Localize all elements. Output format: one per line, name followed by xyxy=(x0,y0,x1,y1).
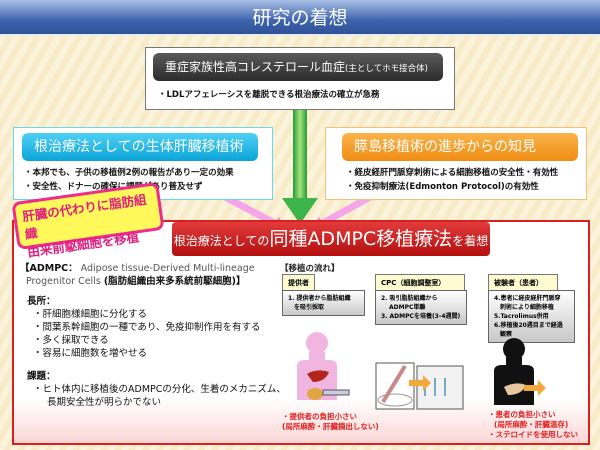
step-line: 3. ADMPCを培養(3-4週間) xyxy=(381,313,461,320)
note-line: ・提供者の負担小さい xyxy=(282,412,357,421)
fh-heading: 重症家族性高コレステロール血症(主としてホモ接合体) xyxy=(153,53,443,81)
liver-bullet: ・本邦でも、子供の移植例2例の報告があり一定の効果 xyxy=(24,168,234,178)
step-line: 観察 xyxy=(500,331,513,338)
admpc-heading: 根治療法としての同種ADMPC移植療法を着想 xyxy=(172,222,490,256)
fh-heading-text: 重症家族性高コレステロール血症 xyxy=(165,60,346,74)
patient-figure-icon xyxy=(494,338,546,405)
heading-big: 同種ADMPC移植療法 xyxy=(269,228,453,250)
merit-item: ・間葉系幹細胞の一種であり、免疫抑制作用を有する xyxy=(33,322,261,333)
def-label: 【ADMPC： xyxy=(20,263,78,274)
admpc-definition: 【ADMPC： Adipose tissue-Derived Multi-lin… xyxy=(20,262,286,409)
step-line: を吸引採取 xyxy=(294,304,325,311)
donor-figure-icon xyxy=(297,332,350,400)
step-line: 6.移植後20週目まで経過 xyxy=(494,322,563,329)
cell-culture-icon xyxy=(375,362,464,410)
fh-heading-note: (主としてホモ接合体) xyxy=(345,64,428,74)
islet-transplant-heading: 膵島移植術の進歩からの知見 xyxy=(342,133,578,161)
merits-label: 長所： xyxy=(27,296,56,307)
slide-title: 研究の着想 xyxy=(0,0,600,36)
def-en: Progenitor Cells xyxy=(26,276,101,287)
issues-label: 課題： xyxy=(27,371,56,382)
step-line: ADMPC単離 xyxy=(389,304,426,311)
step-line: 4.患者に経皮経肝門脈穿 xyxy=(494,295,561,302)
liver-bullet: ・安全性、ドナーの確保に課題があり普及せず xyxy=(24,182,203,192)
note-line: ・ステロイドを使用しない xyxy=(488,430,578,439)
note-line: ・患者の負担小さい xyxy=(488,410,556,419)
issue-item: 長期安全性が明らかでない xyxy=(47,397,162,408)
merit-item: ・多く採取できる xyxy=(33,335,109,346)
def-en: Adipose tissue-Derived Multi-lineage xyxy=(80,263,255,274)
patient-note: ・患者の負担小さい (局所麻酔・肝臓温存) ・ステロイドを使用しない xyxy=(488,410,578,440)
islet-bullet: ・経皮経肝門脈穿刺術による細胞移植の安全性・有効性 xyxy=(346,168,559,178)
merit-item: ・肝細胞様細胞に分化する xyxy=(33,309,148,320)
cpc-step: 2. 吸引脂肪組織から ADMPC単離 3. ADMPCを培養(3-4週間) xyxy=(375,290,467,325)
def-jp: (脂肪組織由来多系統前駆細胞)】 xyxy=(103,276,246,287)
donor-step: 1. 提供者から脂肪組織 を吸引採取 xyxy=(282,290,365,316)
step-line: 5.Tacrolimus併用 xyxy=(494,313,549,320)
step-line: 刺術により細胞移植 xyxy=(500,304,554,311)
liver-transplant-box: 根治療法としての生体肝臓移植術 ・本邦でも、子供の移植例2例の報告があり一定の効… xyxy=(13,127,273,200)
islet-bullet: ・免疫抑制療法(Edmonton Protocol)の有効性 xyxy=(346,182,539,192)
issue-item: ・ヒト体内に移植後のADMPCの分化、生着のメカニズム、 xyxy=(33,384,286,395)
step-line: 1. 提供者から脂肪組織 xyxy=(288,295,351,302)
liver-transplant-heading: 根治療法としての生体肝臓移植術 xyxy=(22,133,258,161)
merit-item: ・容易に細胞数を増やせる xyxy=(33,348,148,359)
heading-post: を着想 xyxy=(452,234,489,248)
green-arrow-head-icon xyxy=(282,198,318,224)
green-arrow-shaft xyxy=(293,110,307,200)
step-line: 2. 吸引脂肪組織から xyxy=(381,295,438,302)
fh-bullet: ・LDLアフェレーシスを離脱できる根治療法の確立が急務 xyxy=(158,90,380,100)
patient-step: 4.患者に経皮経肝門脈穿 刺術により細胞移植 5.Tacrolimus併用 6.… xyxy=(488,290,575,343)
note-line: (局所麻酔・肝臓摘出しない) xyxy=(282,422,379,431)
note-line: (局所麻酔・肝臓温存) xyxy=(494,420,569,429)
islet-transplant-box: 膵島移植術の進歩からの知見 ・経皮経肝門脈穿刺術による細胞移植の安全性・有効性 … xyxy=(325,127,587,200)
heading-pre: 根治療法としての xyxy=(173,234,270,248)
donor-note: ・提供者の負担小さい (局所麻酔・肝臓摘出しない) xyxy=(282,412,379,432)
flow-label: 【移植の流れ】 xyxy=(280,264,340,274)
fh-box: 重症家族性高コレステロール血症(主としてホモ接合体) ・LDLアフェレーシスを離… xyxy=(145,47,455,110)
